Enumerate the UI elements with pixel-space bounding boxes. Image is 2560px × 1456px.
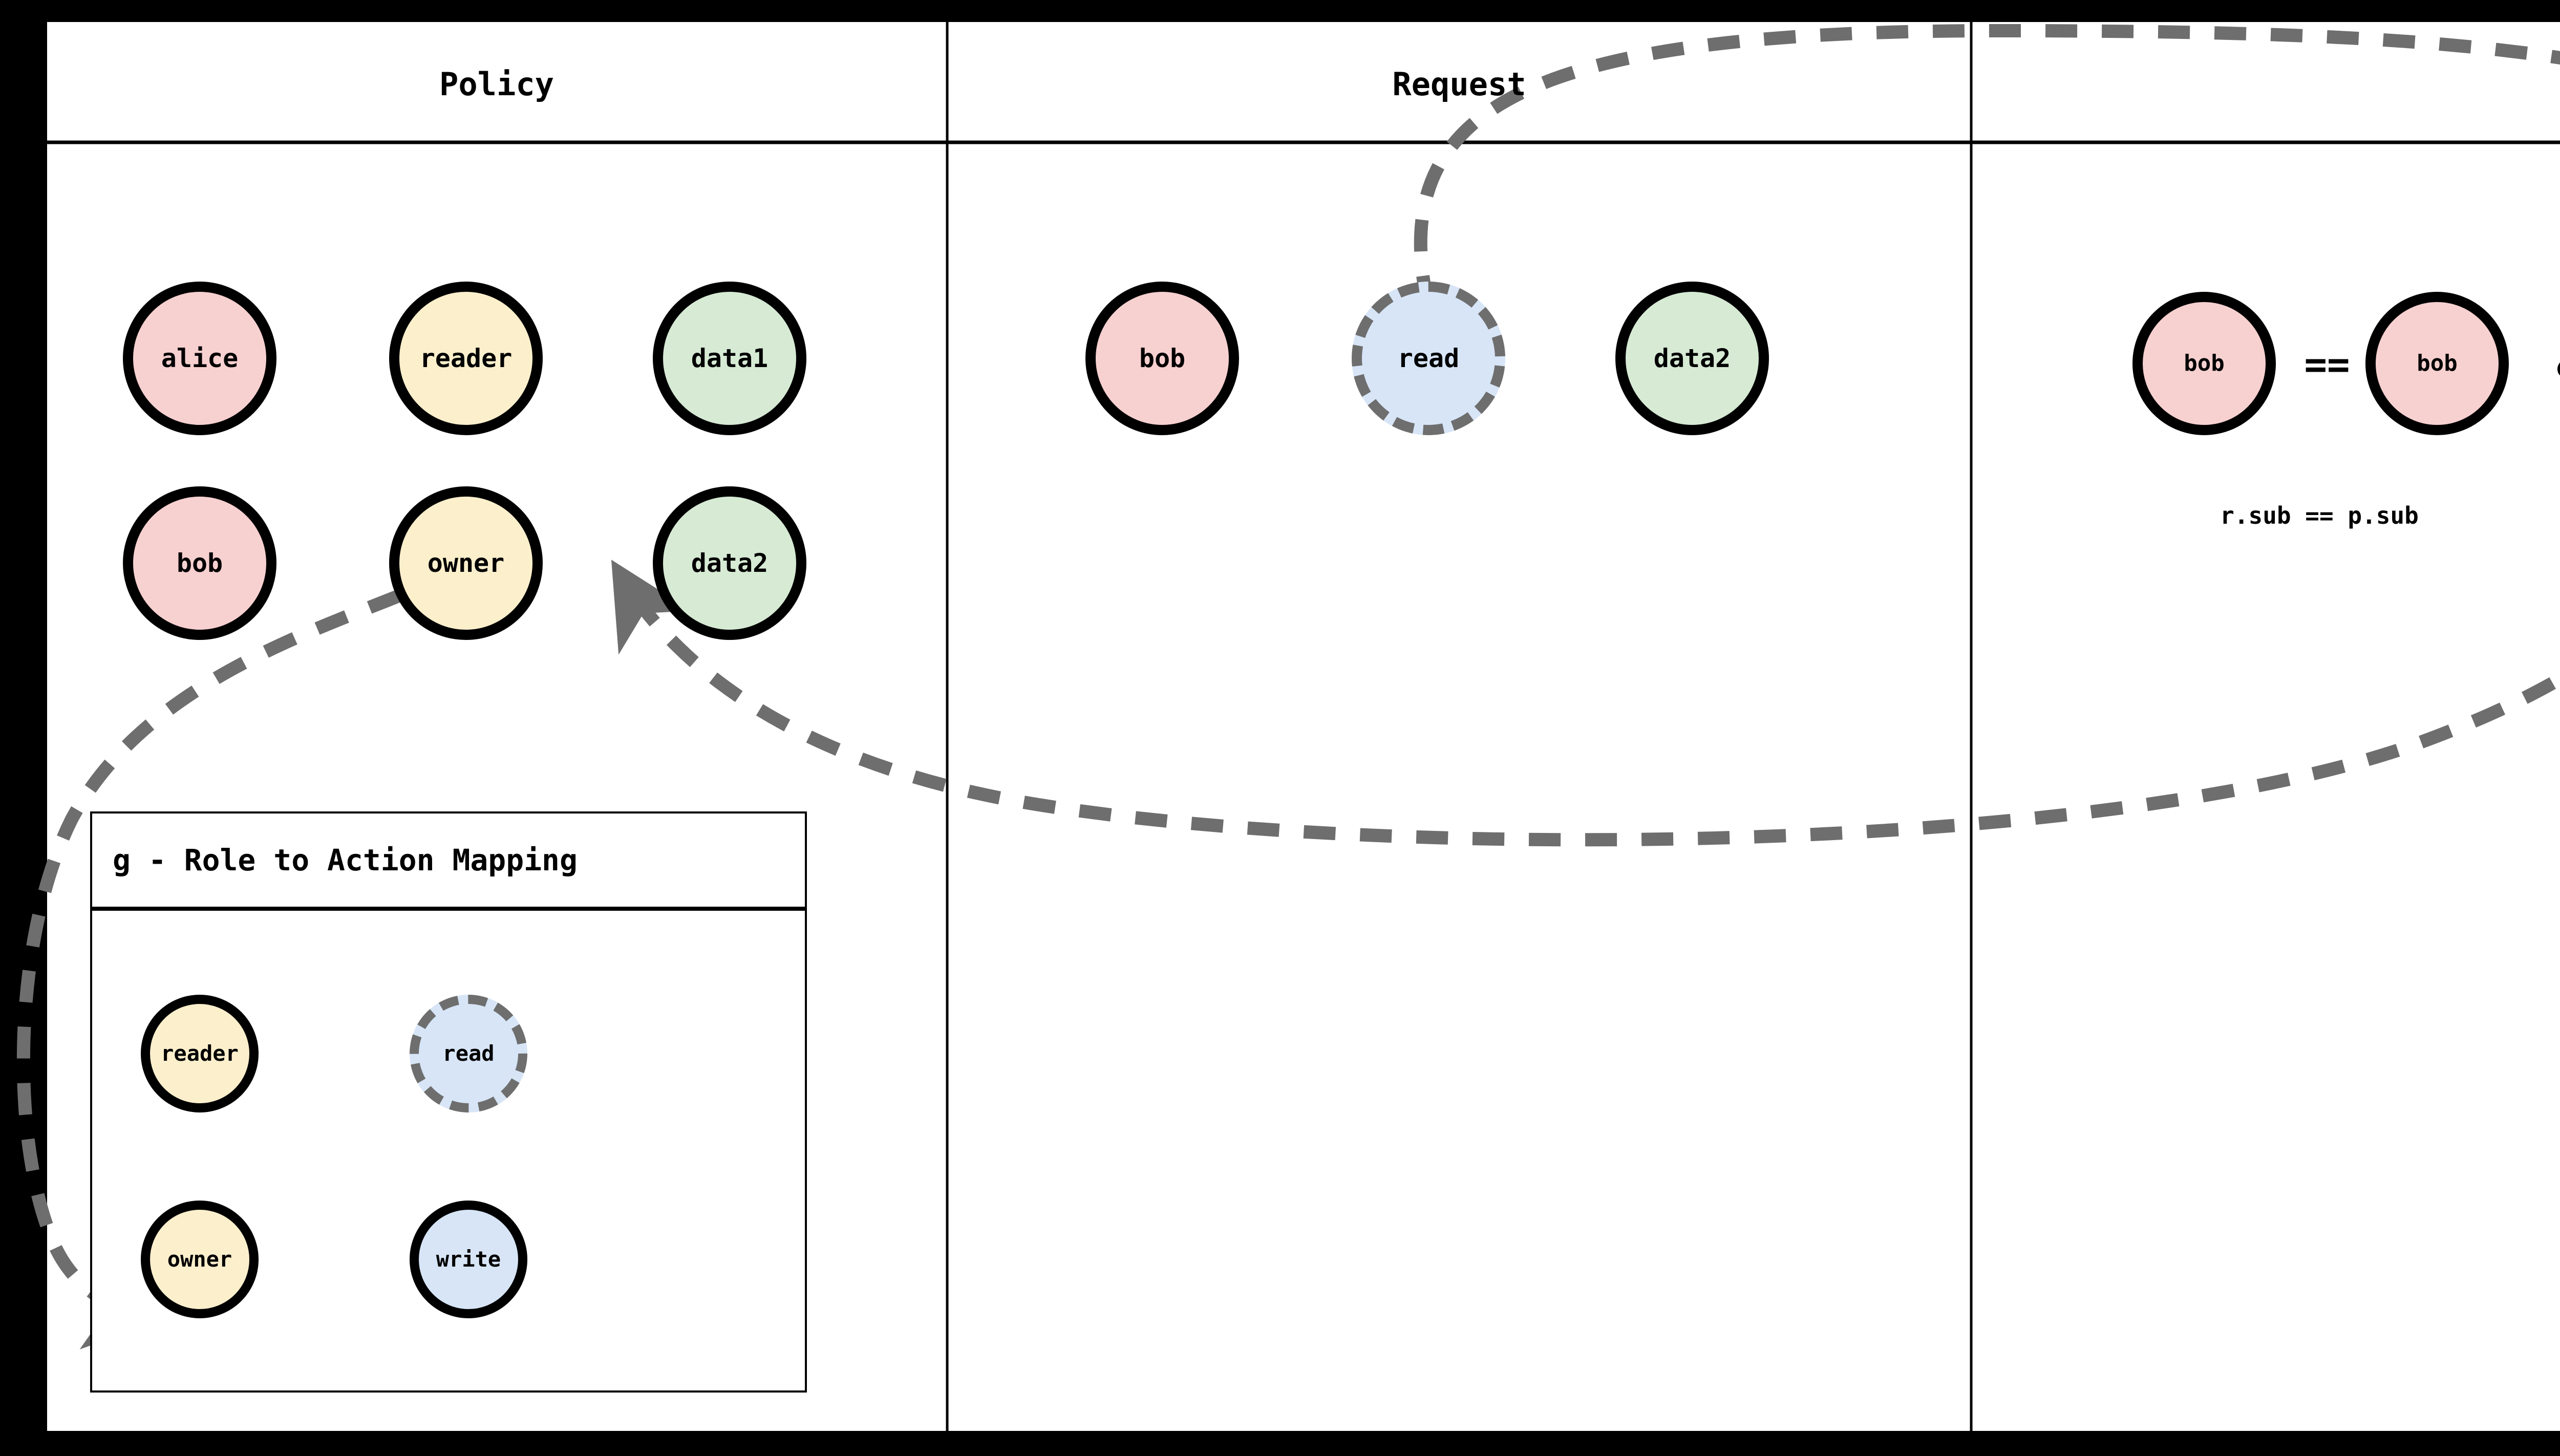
policy-node-reader[interactable]: reader <box>389 282 543 435</box>
matching-op-eq-sub: == <box>2304 342 2350 387</box>
column-title-policy: Policy <box>439 66 554 103</box>
policy-node-data2[interactable]: data2 <box>653 486 806 640</box>
legend-header: g - Role to Action Mapping <box>90 811 807 909</box>
legend-title: g - Role to Action Mapping <box>113 843 578 877</box>
policy-node-bob[interactable]: bob <box>123 486 276 640</box>
policy-node-data1[interactable]: data1 <box>653 282 806 435</box>
request-node-read[interactable]: read <box>1352 282 1505 435</box>
column-title-request: Request <box>1392 66 1526 103</box>
legend-node-read[interactable]: read <box>410 995 527 1112</box>
matching-caption-subject: r.sub == p.sub <box>2220 502 2419 529</box>
legend-node-owner[interactable]: owner <box>141 1201 259 1318</box>
legend-body <box>90 909 807 1393</box>
legend-node-write[interactable]: write <box>410 1201 527 1318</box>
request-node-data2[interactable]: data2 <box>1615 282 1769 435</box>
policy-node-alice[interactable]: alice <box>123 282 276 435</box>
matching-op-and-g-open: && g( <box>2557 346 2560 383</box>
matching-node-policy-sub[interactable]: bob <box>2132 292 2276 435</box>
legend-node-reader[interactable]: reader <box>141 995 259 1112</box>
policy-node-owner[interactable]: owner <box>389 486 543 640</box>
request-node-bob[interactable]: bob <box>1085 282 1239 435</box>
matching-node-request-sub[interactable]: bob <box>2365 292 2509 435</box>
